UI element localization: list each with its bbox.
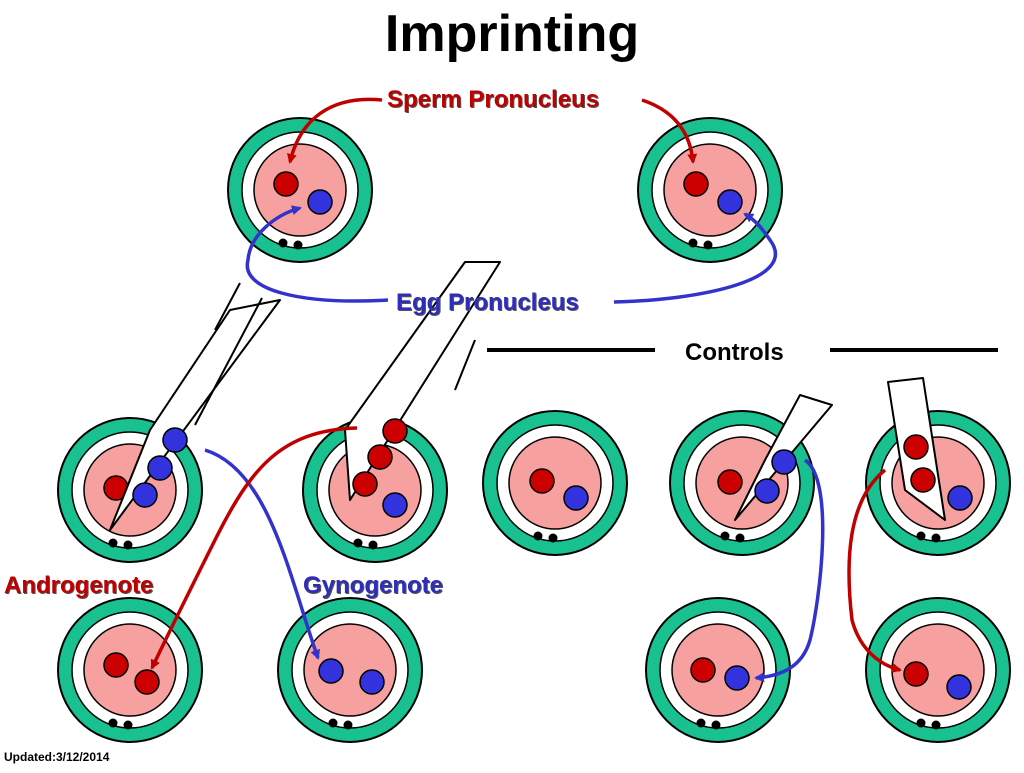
egg-pronucleus (307, 189, 333, 215)
cytoplasm (303, 623, 397, 717)
polar-body (293, 240, 303, 250)
egg-pronucleus (147, 455, 173, 481)
egg-pronucleus (359, 669, 385, 695)
zygote (227, 117, 373, 263)
sperm-pronucleus (529, 468, 555, 494)
polar-body (931, 720, 941, 730)
micropipette (109, 282, 281, 531)
cytoplasm (83, 623, 177, 717)
polar-body (696, 718, 706, 728)
sperm-arrow-right (641, 98, 698, 164)
sperm-pronucleus (134, 669, 160, 695)
transfer-egg-arrow (204, 448, 321, 660)
egg-pronucleus (724, 665, 750, 691)
page-title: Imprinting (384, 5, 640, 63)
pipette-outline (344, 261, 501, 501)
sperm-pronucleus (367, 444, 393, 470)
egg-pronucleus (946, 674, 972, 700)
polar-body (548, 533, 558, 543)
sperm-pronucleus (273, 171, 299, 197)
polar-body (368, 540, 378, 550)
polar-body (108, 538, 118, 548)
polar-body (123, 540, 133, 550)
egg-pronucleus (382, 492, 408, 518)
sperm-arrow-left (286, 97, 383, 164)
polar-body (916, 718, 926, 728)
polar-body (123, 720, 133, 730)
pipette-edge (454, 339, 476, 391)
sperm-pronucleus (903, 434, 929, 460)
micropipette (887, 377, 946, 521)
polar-body (108, 718, 118, 728)
polar-body (353, 538, 363, 548)
zygote (865, 597, 1011, 743)
polar-body (533, 531, 543, 541)
zygote (57, 597, 203, 743)
sperm-pronucleus (717, 469, 743, 495)
transfer-sperm-arrow (150, 426, 358, 670)
egg-pronucleus (162, 427, 188, 453)
control-sperm-arrow (847, 468, 902, 673)
egg-pronucleus (947, 485, 973, 511)
zygote (645, 597, 791, 743)
gynogenote-label: Gynogenote (303, 572, 444, 599)
egg-pronucleus (563, 485, 589, 511)
zygote (637, 117, 783, 263)
polar-body (703, 240, 713, 250)
zygote (482, 410, 628, 556)
sperm-pronucleus-label: Sperm Pronucleus (387, 86, 600, 113)
polar-body (688, 238, 698, 248)
updated-date: Updated:3/12/2014 (4, 750, 110, 764)
cytoplasm (253, 143, 347, 237)
sperm-pronucleus (382, 418, 408, 444)
sperm-pronucleus (683, 171, 709, 197)
cytoplasm (671, 623, 765, 717)
cytoplasm (508, 436, 602, 530)
pipette-edge (214, 282, 241, 331)
egg-pronucleus (318, 658, 344, 684)
sperm-pronucleus (352, 471, 378, 497)
polar-body (931, 533, 941, 543)
polar-body (720, 531, 730, 541)
androgenote-label: Androgenote (4, 572, 154, 599)
egg-arrow-right (613, 212, 778, 304)
sperm-pronucleus (903, 661, 929, 687)
egg-pronucleus (717, 189, 743, 215)
polar-body (278, 238, 288, 248)
sperm-pronucleus (690, 657, 716, 683)
egg-pronucleus-label: Egg Pronucleus (396, 289, 579, 316)
control-egg-arrow (754, 458, 825, 683)
polar-body (328, 718, 338, 728)
sperm-pronucleus (103, 652, 129, 678)
egg-arrow-left (245, 205, 389, 303)
polar-body (343, 720, 353, 730)
controls-label: Controls (685, 339, 784, 366)
egg-pronucleus (771, 449, 797, 475)
polar-body (916, 531, 926, 541)
micropipette (344, 261, 501, 501)
pipette-edge (194, 297, 263, 426)
egg-pronucleus (132, 482, 158, 508)
polar-body (735, 533, 745, 543)
zygote (277, 597, 423, 743)
egg-pronucleus (754, 478, 780, 504)
micropipette (734, 394, 833, 521)
polar-body (711, 720, 721, 730)
cytoplasm (663, 143, 757, 237)
sperm-pronucleus (910, 467, 936, 493)
